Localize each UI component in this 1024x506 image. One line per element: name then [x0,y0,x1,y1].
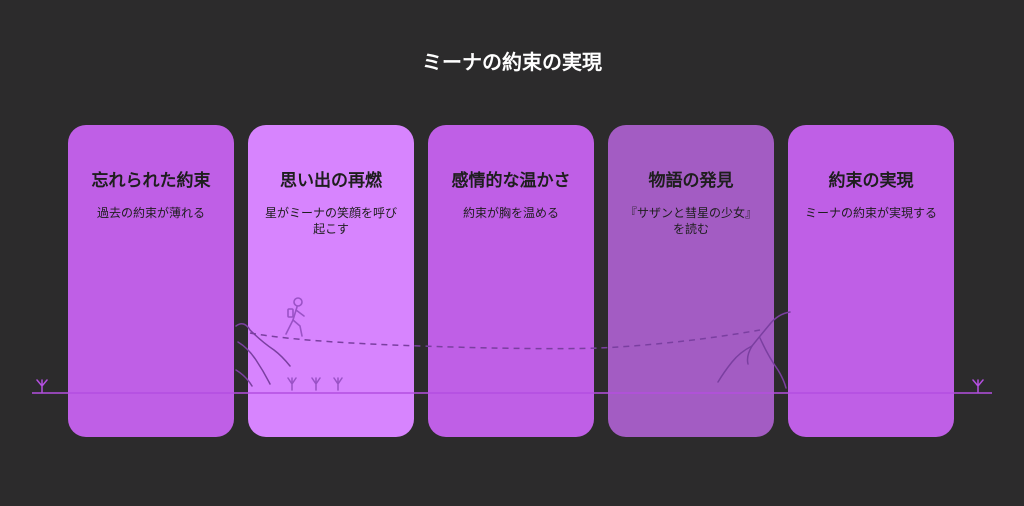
card-title: 忘れられた約束 [91,171,211,191]
card-emotional-warmth: 感情的な温かさ 約束が胸を温める [428,125,594,437]
card-description: 星がミーナの笑顔を呼び起こす [264,206,397,236]
card-description: 過去の約束が薄れる [96,206,205,220]
card-title: 物語の発見 [648,171,734,191]
card-title: 感情的な温かさ [451,171,571,191]
card-story-discovery: 物語の発見 『サザンと彗星の少女』を読む [608,125,774,437]
card-description: ミーナの約束が実現する [804,206,937,220]
card-description: 約束が胸を温める [462,206,559,220]
card-forgotten-promise: 忘れられた約束 過去の約束が薄れる [68,125,234,437]
diagram-title: ミーナの約束の実現 [422,50,602,74]
card-title: 思い出の再燃 [280,171,382,191]
card-description: 『サザンと彗星の少女』を読む [624,206,757,236]
card-promise-fulfilled: 約束の実現 ミーナの約束が実現する [788,125,954,437]
card-title: 約束の実現 [828,171,914,191]
card-memory-rekindled: 思い出の再燃 星がミーナの笑顔を呼び起こす [248,125,414,437]
